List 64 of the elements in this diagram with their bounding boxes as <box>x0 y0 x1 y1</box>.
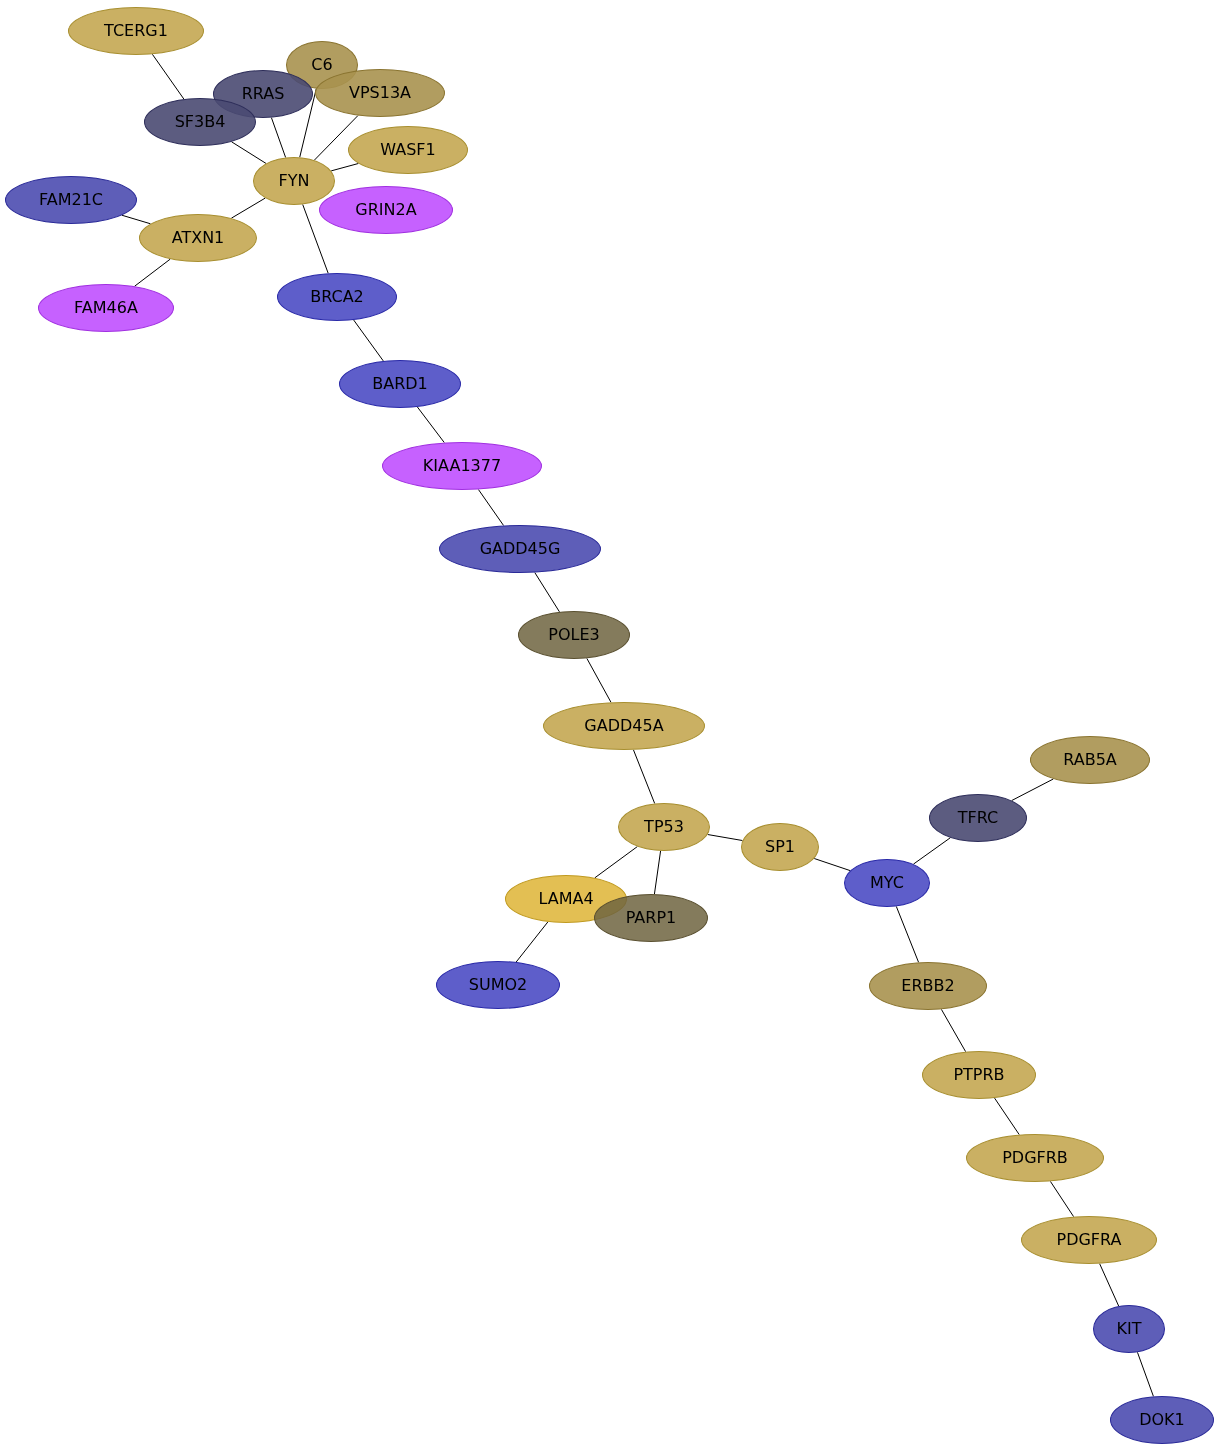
gene-label: SP1 <box>765 839 795 855</box>
gene-label: RAB5A <box>1063 752 1117 768</box>
connector-line <box>353 319 384 362</box>
connector-line <box>586 657 612 703</box>
connector-line <box>994 1097 1020 1136</box>
gene-node <box>844 859 930 907</box>
connector-line <box>534 572 560 613</box>
gene-node <box>348 126 468 174</box>
connector-line <box>594 846 638 879</box>
gene-label: FAM46A <box>74 300 138 316</box>
gene-label: TFRC <box>957 810 999 826</box>
gene-node <box>741 823 819 871</box>
connector-line <box>1049 1180 1075 1218</box>
gene-label: POLE3 <box>548 627 600 643</box>
gene-label: GADD45A <box>584 718 664 734</box>
connector-line <box>330 163 359 172</box>
connector-line <box>134 258 171 287</box>
gene-label: PTPRB <box>953 1067 1005 1083</box>
gene-label: FYN <box>278 173 310 189</box>
connector-line <box>313 115 359 161</box>
gene-label: RRAS <box>241 86 285 102</box>
connector-line <box>416 406 445 444</box>
gene-label: VPS13A <box>348 85 412 101</box>
connector-line <box>477 489 505 526</box>
connector-line <box>1011 778 1054 802</box>
connector-line <box>813 858 851 872</box>
connector-line <box>940 1008 967 1053</box>
connector-line <box>230 197 266 219</box>
gene-label: GRIN2A <box>355 202 417 218</box>
connector-line <box>1136 1351 1154 1397</box>
gene-label: BRCA2 <box>310 289 364 305</box>
connector-line <box>302 203 329 274</box>
connector-line <box>1099 1263 1120 1307</box>
gene-label: C6 <box>311 57 333 73</box>
gene-label: DOK1 <box>1139 1412 1185 1428</box>
gene-label: ATXN1 <box>171 230 225 246</box>
connector-line <box>270 117 287 158</box>
connector-line <box>913 837 951 865</box>
gene-label: FAM21C <box>39 192 103 208</box>
gene-label: SUMO2 <box>468 977 528 993</box>
gene-label: KIAA1377 <box>422 458 502 474</box>
gene-label: SF3B4 <box>174 114 226 130</box>
connector-line <box>707 834 743 842</box>
gene-label: ERBB2 <box>901 978 955 994</box>
gene-label: PDGFRB <box>1002 1150 1068 1166</box>
connector-line <box>121 214 151 225</box>
gene-node <box>253 157 335 205</box>
connector-line <box>151 53 185 100</box>
gene-label: MYC <box>870 875 904 891</box>
gene-label: TCERG1 <box>104 23 168 39</box>
gene-label: LAMA4 <box>538 891 594 907</box>
gene-label: WASF1 <box>380 142 436 158</box>
connector-line <box>231 141 267 164</box>
connector-line <box>653 850 662 895</box>
gene-label: GADD45G <box>479 541 561 557</box>
gene-label: KIT <box>1116 1321 1142 1337</box>
gene-node <box>315 69 445 117</box>
gene-label: PARP1 <box>625 910 677 926</box>
connector-line <box>895 905 920 963</box>
connector-line <box>515 921 549 963</box>
gene-label: PDGFRA <box>1056 1232 1122 1248</box>
gene-label: TP53 <box>644 819 684 835</box>
connector-line <box>632 749 656 804</box>
gene-label: BARD1 <box>372 376 428 392</box>
